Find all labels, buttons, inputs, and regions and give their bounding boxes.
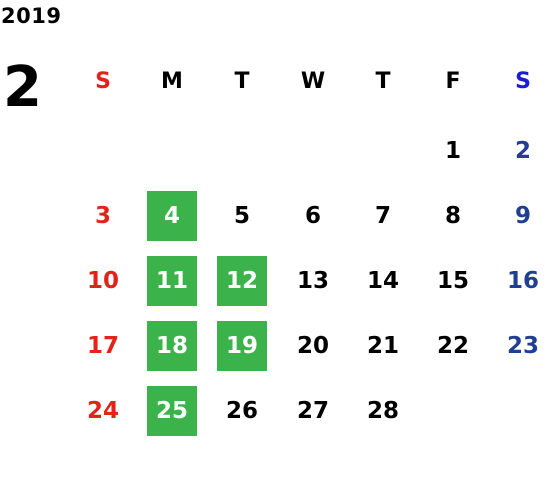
day-cell[interactable]: 9 (514, 203, 531, 229)
day-cell[interactable]: 17 (86, 333, 119, 359)
weekday-header: S (95, 68, 111, 94)
day-cell[interactable]: 3 (94, 203, 111, 229)
day-cell[interactable]: 2 (514, 138, 531, 164)
day-cell[interactable]: 22 (436, 333, 469, 359)
weekday-header: F (445, 68, 461, 94)
day-cell[interactable]: 6 (304, 203, 321, 229)
day-cell-highlighted[interactable]: 11 (147, 256, 197, 306)
day-cell-highlighted[interactable]: 12 (217, 256, 267, 306)
day-cell[interactable]: 5 (233, 203, 250, 229)
day-cell[interactable]: 23 (506, 333, 539, 359)
weekday-header: W (300, 68, 326, 94)
day-cell-highlighted[interactable]: 25 (147, 386, 197, 436)
day-cell[interactable]: 7 (374, 203, 391, 229)
day-cell[interactable]: 28 (366, 398, 399, 424)
weekday-header: M (161, 68, 183, 94)
weekday-header: T (234, 68, 250, 94)
day-cell[interactable]: 26 (225, 398, 258, 424)
year-label: 2019 (1, 4, 62, 28)
day-cell[interactable]: 10 (86, 268, 119, 294)
day-cell-highlighted[interactable]: 19 (217, 321, 267, 371)
day-cell[interactable]: 1 (444, 138, 461, 164)
day-cell[interactable]: 13 (296, 268, 329, 294)
day-cell[interactable]: 24 (86, 398, 119, 424)
day-cell[interactable]: 14 (366, 268, 399, 294)
weekday-header: S (515, 68, 531, 94)
weekday-header: T (375, 68, 391, 94)
day-cell-highlighted[interactable]: 4 (147, 191, 197, 241)
month-number: 2 (3, 55, 42, 120)
day-cell[interactable]: 15 (436, 268, 469, 294)
day-cell[interactable]: 8 (444, 203, 461, 229)
day-cell[interactable]: 27 (296, 398, 329, 424)
day-cell[interactable]: 20 (296, 333, 329, 359)
day-cell[interactable]: 16 (506, 268, 539, 294)
day-cell-highlighted[interactable]: 18 (147, 321, 197, 371)
day-cell[interactable]: 21 (366, 333, 399, 359)
